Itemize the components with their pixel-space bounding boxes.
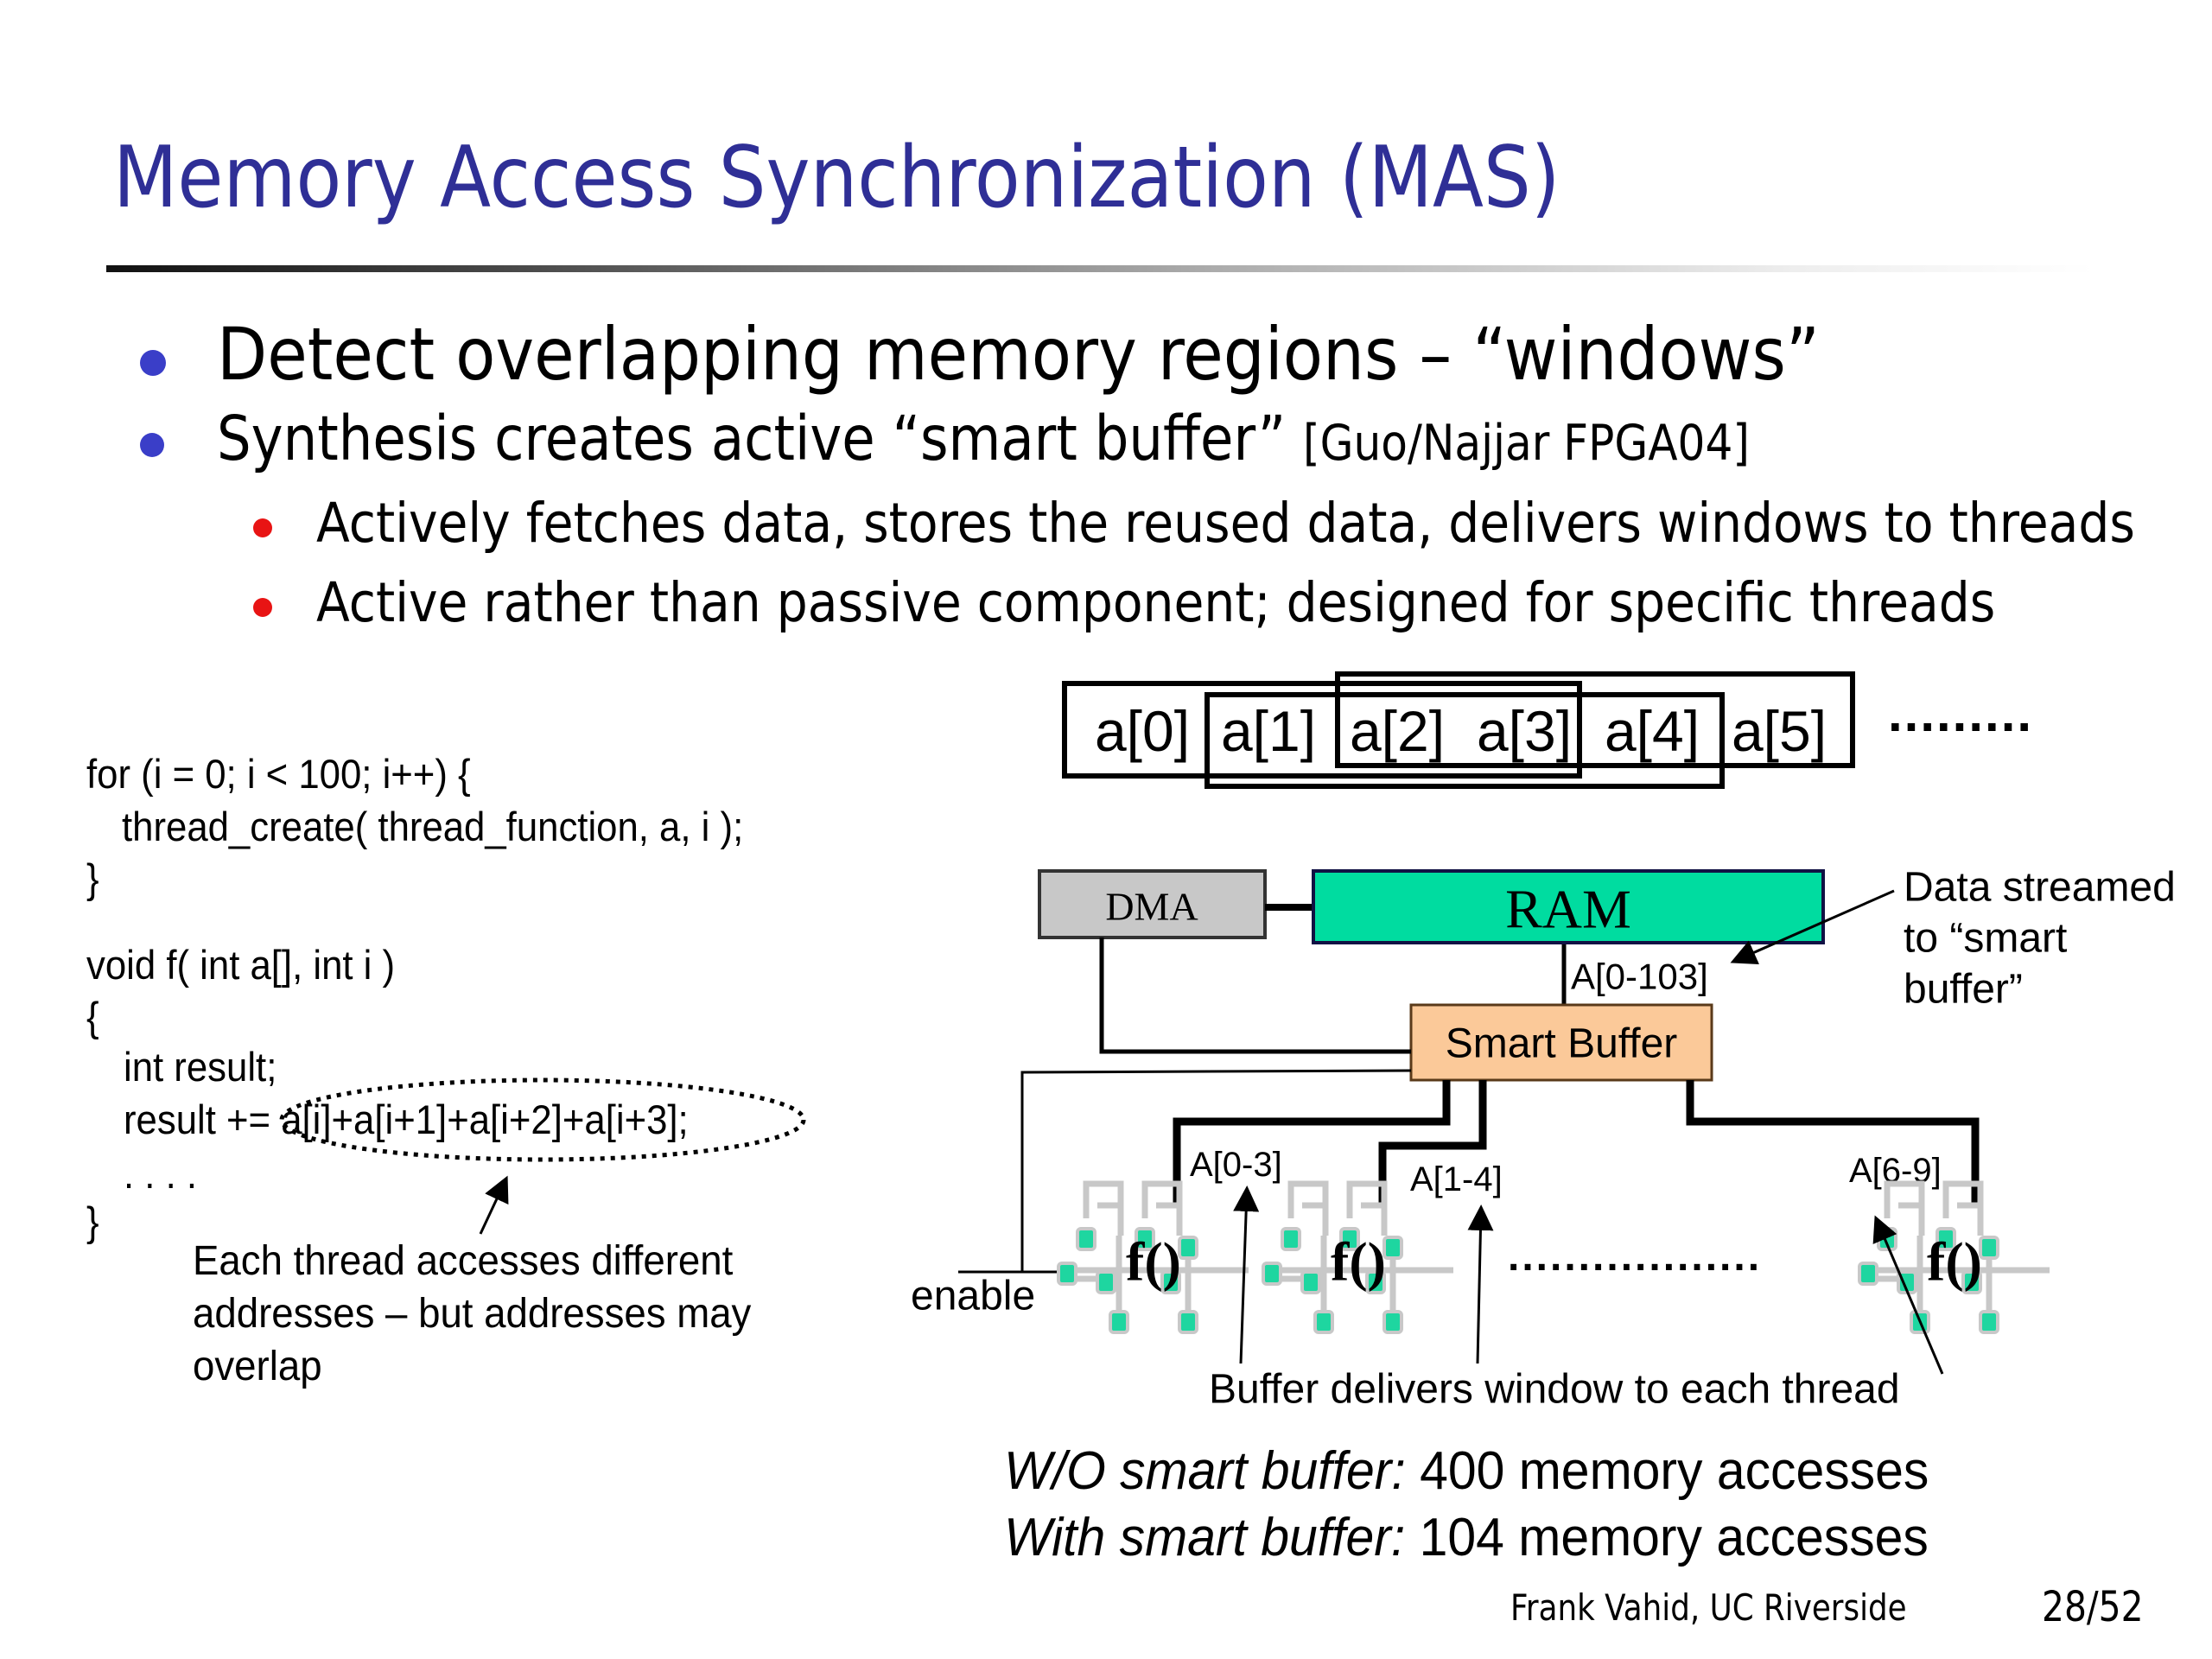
smart-buffer-label: Smart Buffer	[1446, 1021, 1678, 1067]
array-cell: a[5]	[1732, 699, 1827, 763]
sub-bullet-2: Active rather than passive component; de…	[316, 571, 1996, 634]
summary-without-value: 400 memory accesses	[1405, 1441, 1929, 1501]
bullet-2: Synthesis creates active “smart buffer” …	[217, 404, 1750, 474]
thread-ellipsis: ..................	[1508, 1234, 1762, 1280]
stream-note-line: Data streamed	[1904, 865, 2176, 911]
code-line: void f( int a[], int i )	[86, 942, 396, 988]
smart-buffer-block	[1409, 1003, 1713, 1082]
array-ellipsis: .........	[1888, 684, 2033, 742]
summary-without-label: W/O smart buffer:	[1004, 1441, 1406, 1501]
highlight-ellipse	[279, 1077, 806, 1162]
sub-bullet-dot-icon	[253, 518, 272, 537]
summary-without: W/O smart buffer: 400 memory accesses	[1004, 1445, 1929, 1498]
enable-label: enable	[911, 1274, 1035, 1319]
thread-label: f()	[1331, 1231, 1386, 1293]
array-cell: a[3]	[1477, 699, 1572, 763]
annotation-arrow	[479, 1175, 509, 1235]
code-annotation-line: Each thread accesses different	[193, 1238, 734, 1284]
bullet-dot-icon	[140, 433, 164, 457]
dma-buffer-connector	[1099, 938, 1411, 1054]
bullet-2-text: Synthesis creates active “smart buffer”	[217, 403, 1287, 474]
window-bus-1	[1378, 1080, 1487, 1203]
stream-note-arrow	[1730, 889, 1895, 965]
code-annotation-line: overlap	[193, 1344, 322, 1389]
delivery-arrow	[1467, 1205, 1494, 1364]
delivery-note: Buffer delivers window to each thread	[1209, 1367, 1900, 1413]
code-line: }	[86, 1198, 99, 1244]
code-line: for (i = 0; i < 100; i++) {	[86, 751, 471, 797]
window-label: A[0-3]	[1190, 1146, 1282, 1184]
stream-note-line: to “smart	[1904, 916, 2067, 962]
window-bus-0	[1173, 1080, 1451, 1203]
array-cell: a[1]	[1221, 699, 1316, 763]
footer-author: Frank Vahid, UC Riverside	[1510, 1586, 1907, 1629]
code-line: thread_create( thread_function, a, i );	[122, 804, 744, 849]
sub-bullet-dot-icon	[253, 598, 272, 617]
code-line: result += a[i]+a[i+1]+a[i+2]+a[i+3];	[124, 1096, 689, 1142]
title-divider	[106, 265, 2094, 272]
dma-label: DMA	[1105, 885, 1198, 929]
bullet-dot-icon	[140, 350, 166, 376]
bullet-1: Detect overlapping memory regions – “win…	[217, 312, 1821, 397]
thread-label: f()	[1927, 1231, 1982, 1293]
code-line: . . . .	[124, 1151, 198, 1197]
delivery-arrow	[1872, 1215, 1944, 1375]
ram-bus-label: A[0-103]	[1571, 957, 1708, 997]
window-a2-a5	[1335, 671, 1855, 768]
summary-with-label: With smart buffer:	[1004, 1508, 1406, 1567]
window-a0-a3	[1062, 681, 1582, 779]
window-label: A[1-4]	[1410, 1160, 1503, 1198]
code-line: int result;	[124, 1044, 277, 1090]
ram-block	[1312, 869, 1825, 944]
thread-label: f()	[1126, 1231, 1181, 1293]
enable-wire	[1020, 1069, 1412, 1272]
code-line: }	[86, 855, 99, 901]
window-a1-a4	[1205, 692, 1725, 789]
page-number: 28/52	[2042, 1583, 2144, 1631]
summary-with-value: 104 memory accesses	[1405, 1508, 1929, 1567]
ram-label: RAM	[1505, 879, 1631, 940]
code-annotation-line: addresses – but addresses may	[193, 1291, 752, 1337]
sub-bullet-1: Actively fetches data, stores the reused…	[316, 492, 2135, 555]
array-cell: a[4]	[1605, 699, 1700, 763]
summary-with: With smart buffer: 104 memory accesses	[1004, 1511, 1929, 1565]
delivery-arrow	[1233, 1185, 1260, 1364]
dma-block	[1038, 869, 1267, 939]
array-cell: a[2]	[1350, 699, 1445, 763]
code-line: {	[86, 994, 99, 1039]
stream-note-line: buffer”	[1904, 967, 2023, 1013]
slide-title: Memory Access Synchronization (MAS)	[113, 129, 1560, 227]
array-cell: a[0]	[1095, 699, 1190, 763]
window-bus-2	[1686, 1080, 1980, 1206]
citation: [Guo/Najjar FPGA04]	[1303, 415, 1750, 472]
